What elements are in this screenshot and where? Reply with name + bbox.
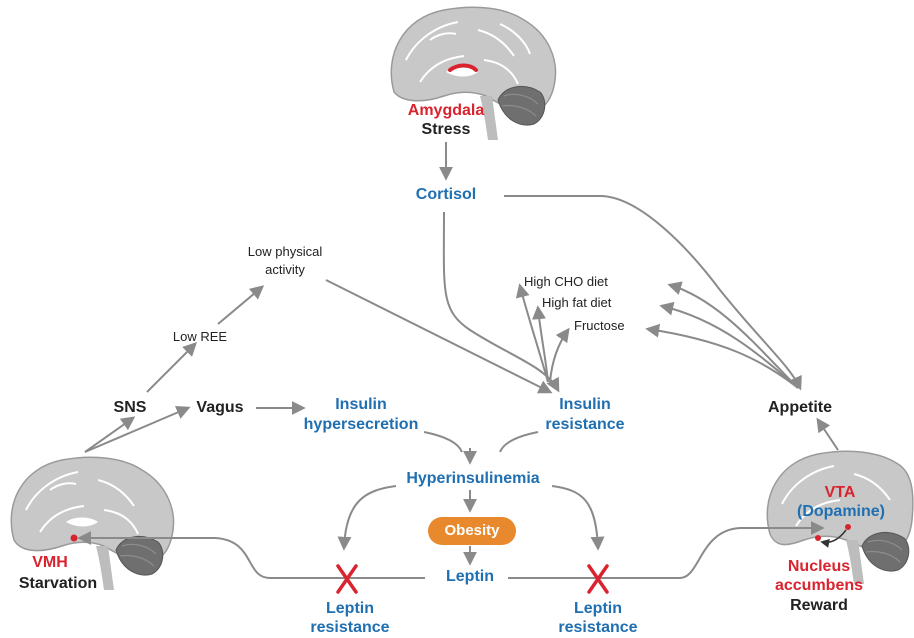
- leptin-resistance-left-line2: resistance: [310, 619, 390, 636]
- insulin-resistance-line2: resistance: [545, 416, 625, 433]
- stress-label: Stress: [421, 121, 471, 138]
- arrow-appetite-fat: [659, 301, 799, 389]
- arrow-appetite-fructose: [645, 323, 799, 389]
- nucleus-accumbens-line1: Nucleus: [787, 558, 851, 575]
- arrow-hyper-leptin-res-right: [551, 485, 605, 551]
- sns-node: SNS: [113, 399, 147, 416]
- nucleus-accumbens-line2: accumbens: [774, 577, 864, 594]
- arrows: [77, 142, 839, 579]
- appetite-node: Appetite: [768, 399, 832, 416]
- arrow-activity-insulin-resistance: [325, 279, 553, 394]
- cross-icon-right: [587, 564, 609, 594]
- arrow-ir-fat: [532, 305, 549, 383]
- vmh-label: VMH: [32, 554, 68, 571]
- fructose-node: Fructose: [574, 318, 625, 333]
- arrow-sns-lowree: [146, 342, 197, 393]
- hyperinsulinemia-node: Hyperinsulinemia: [406, 470, 540, 487]
- amygdala-label: Amygdala: [407, 102, 485, 119]
- arrow-leptin-vmh: [77, 531, 425, 579]
- arrow-cortisol-appetite: [504, 195, 802, 391]
- cross-icon-left: [336, 564, 358, 594]
- cortisol-node: Cortisol: [415, 186, 477, 203]
- arrow-ir-cho: [515, 283, 549, 383]
- brain-icon-right: [766, 450, 914, 584]
- insulin-hypersecretion-line2: hypersecretion: [303, 416, 419, 433]
- arrow-hyper-leptin-res-left: [337, 485, 397, 551]
- arrow-brain-appetite: [816, 417, 839, 451]
- vagus-node: Vagus: [196, 399, 244, 416]
- arrow-lowree-activity: [217, 285, 265, 325]
- arrow-leptin-vta: [508, 521, 825, 579]
- insulin-resistance-line1: Insulin: [559, 396, 611, 413]
- low-ree-node: Low REE: [172, 329, 228, 344]
- dopamine-label: (Dopamine): [797, 503, 885, 520]
- leptin-resistance-left-line1: Leptin: [326, 600, 374, 617]
- reward-label: Reward: [790, 597, 848, 614]
- arrow-brain-sns: [84, 416, 136, 453]
- high-cho-diet-node: High CHO diet: [524, 274, 608, 289]
- starvation-label: Starvation: [18, 575, 98, 592]
- leptin-node: Leptin: [446, 568, 494, 585]
- arrow-merge: [423, 431, 539, 453]
- brain-icon-top: [390, 6, 557, 140]
- leptin-resistance-right-line1: Leptin: [574, 600, 622, 617]
- arrow-cortisol-insulin-resistance: [442, 211, 560, 393]
- high-fat-diet-node: High fat diet: [542, 295, 612, 310]
- low-physical-activity-line2: activity: [265, 262, 305, 277]
- insulin-hypersecretion-line1: Insulin: [335, 396, 387, 413]
- leptin-resistance-right-line2: resistance: [558, 619, 638, 636]
- arrow-brain-vagus: [84, 405, 191, 453]
- obesity-node: Obesity: [428, 517, 516, 545]
- low-physical-activity-line1: Low physical: [247, 244, 323, 259]
- arrow-appetite-cho: [667, 281, 799, 389]
- arrow-ir-fructose: [549, 327, 570, 383]
- vta-label: VTA: [824, 484, 856, 501]
